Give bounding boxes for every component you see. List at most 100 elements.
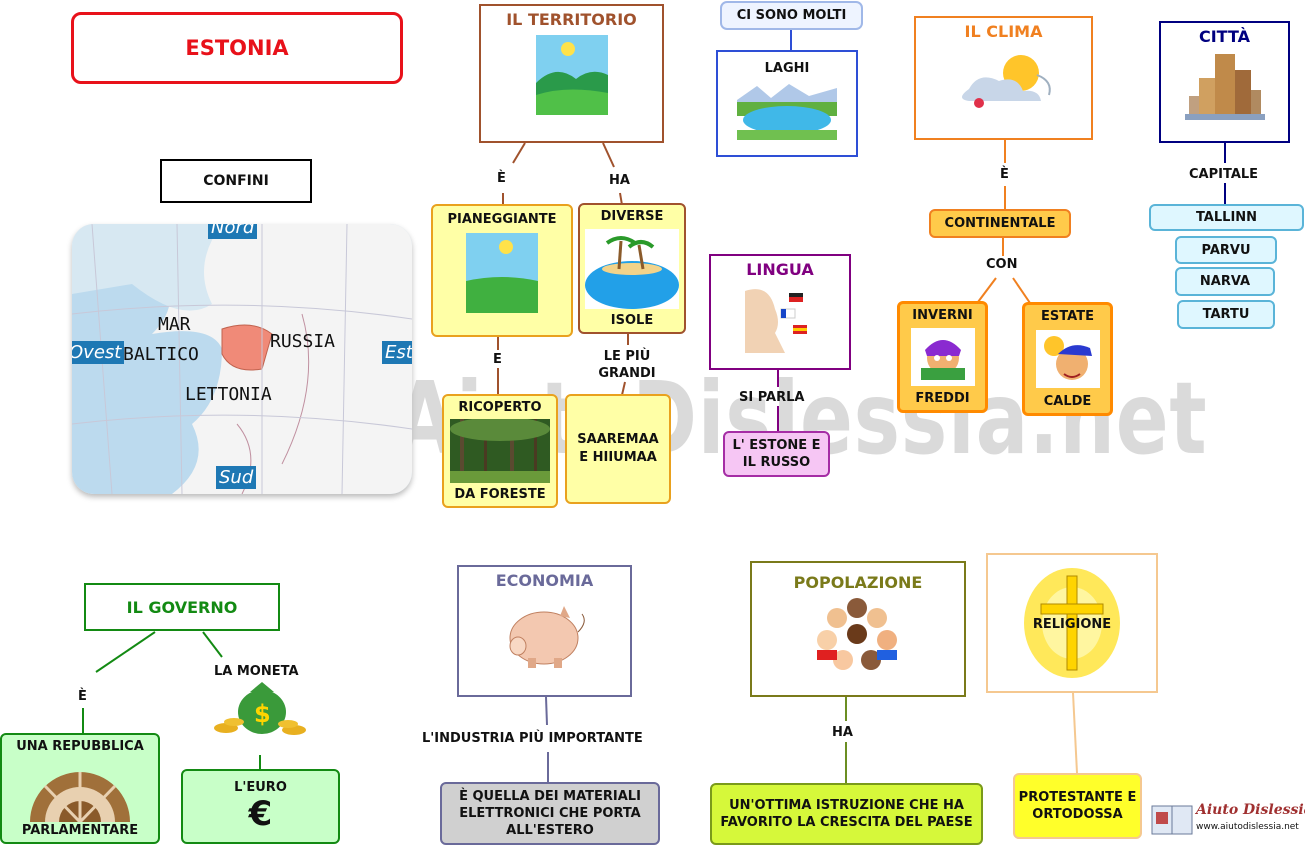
confini-label: CONFINI <box>203 173 269 189</box>
foreste-bottom-label: DA FORESTE <box>454 487 546 502</box>
religione-title: RELIGIONE <box>1032 617 1112 632</box>
people-icon <box>817 598 897 670</box>
foreste-box: RICOPERTO DA FORESTE <box>442 394 558 508</box>
euro-label: L'EURO <box>234 780 287 795</box>
lingua-value-box: L' ESTONE E IL RUSSO <box>723 431 830 477</box>
repubblica-top-label: UNA REPUBBLICA <box>16 739 144 754</box>
svg-text:$: $ <box>254 700 271 728</box>
territorio-box: IL TERRITORIO <box>479 4 664 143</box>
citta-title: CITTÀ <box>1198 27 1251 46</box>
repubblica-bottom-label: PARLAMENTARE <box>21 823 139 838</box>
lingua-title: LINGUA <box>746 260 814 279</box>
euro-symbol: € <box>248 794 273 834</box>
weather-icon <box>961 55 1051 108</box>
page-title: ESTONIA <box>185 36 289 60</box>
territorio-link-e: È <box>497 171 506 186</box>
city-label-3: TARTU <box>1202 307 1250 322</box>
piggy-bank-icon <box>509 606 585 668</box>
saaremaa-box: SAAREMAA E HIIUMAA <box>565 394 671 504</box>
laghi-header-label: CI SONO MOLTI <box>736 8 847 23</box>
cold-person-icon <box>910 328 975 386</box>
citta-box: CITTÀ <box>1159 21 1290 143</box>
continentale-label: CONTINENTALE <box>944 216 1056 231</box>
economia-value: È QUELLA DEI MATERIALI ELETTRONICI CHE P… <box>459 789 641 838</box>
pianeggiante-box: PIANEGGIANTE <box>431 204 573 337</box>
estate-box: ESTATE CALDE <box>1022 302 1113 416</box>
isole-top-label: DIVERSE <box>600 209 664 224</box>
laghi-header-box: CI SONO MOLTI <box>720 1 863 30</box>
city-icon <box>1184 54 1265 120</box>
clima-box: IL CLIMA <box>914 16 1093 140</box>
citta-link: CAPITALE <box>1189 167 1259 182</box>
laghi-box: LAGHI <box>716 50 858 157</box>
clima-title: IL CLIMA <box>964 22 1043 41</box>
island-icon <box>585 228 679 309</box>
compass-west: Ovest <box>72 341 125 364</box>
city-label-1: PARVU <box>1201 242 1251 258</box>
capital-box: TALLINN <box>1149 204 1304 231</box>
title-box: ESTONIA <box>71 12 403 84</box>
estonia-map: Nord Sud Ovest Est MAR BALTICO RUSSIA LE… <box>72 224 412 494</box>
estate-top-label: ESTATE <box>1041 309 1094 324</box>
popolazione-value-box: UN'OTTIMA ISTRUZIONE CHE HA FAVORITO LA … <box>710 783 983 845</box>
map-label-sea-2: BALTICO <box>123 344 199 365</box>
forest-icon <box>450 419 550 483</box>
compass-north: Nord <box>208 224 258 239</box>
capital-label: TALLINN <box>1195 210 1258 225</box>
continentale-box: CONTINENTALE <box>929 209 1071 238</box>
clima-link-con: CON <box>986 257 1018 272</box>
plain-icon <box>466 233 538 313</box>
pianeggiante-label: PIANEGGIANTE <box>447 212 557 227</box>
governo-box: IL GOVERNO <box>84 583 280 631</box>
confini-box: CONFINI <box>160 159 312 203</box>
economia-value-box: È QUELLA DEI MATERIALI ELETTRONICI CHE P… <box>440 782 660 845</box>
popolazione-title: POPOLAZIONE <box>793 573 923 592</box>
repubblica-box: UNA REPUBBLICA PARLAMENTARE <box>0 733 160 844</box>
logo-brand: Aiuto Dislessia <box>1196 802 1305 818</box>
economia-title: ECONOMIA <box>495 571 594 590</box>
inverni-bottom-label: FREDDI <box>915 391 970 406</box>
governo-link-e: È <box>78 689 87 704</box>
map-label-latvia: LETTONIA <box>185 384 272 405</box>
logo-url: www.aiutodislessia.net <box>1196 822 1299 832</box>
lake-icon <box>737 84 837 140</box>
site-logo: Aiuto Dislessia www.aiutodislessia.net <box>1150 800 1305 840</box>
lingua-link: SI PARLA <box>739 390 805 405</box>
isole-bottom-label: ISOLE <box>610 313 654 328</box>
hot-person-icon <box>1035 330 1100 388</box>
city-box-1: PARVU <box>1175 236 1277 264</box>
city-box-3: TARTU <box>1177 300 1275 329</box>
foreste-top-label: RICOPERTO <box>458 400 542 415</box>
book-icon <box>1151 805 1193 835</box>
landscape-icon <box>535 35 608 115</box>
territorio-title: IL TERRITORIO <box>506 10 637 29</box>
governo-link-moneta: LA MONETA <box>214 664 299 679</box>
clima-link: È <box>1000 167 1009 182</box>
inverni-top-label: INVERNI <box>912 308 973 323</box>
religione-box: RELIGIONE <box>986 553 1158 693</box>
economia-box: ECONOMIA <box>457 565 632 697</box>
religione-value-box: PROTESTANTE E ORTODOSSA <box>1013 773 1142 839</box>
city-box-2: NARVA <box>1175 267 1275 296</box>
territorio-link-grandi: LE PIÙ GRANDI <box>598 349 656 381</box>
saaremaa-label: SAAREMAA E HIIUMAA <box>577 432 659 465</box>
map-graphic <box>72 224 412 494</box>
money-bag-icon: $ <box>214 682 306 735</box>
laghi-label: LAGHI <box>764 61 810 76</box>
parliament-icon <box>30 771 130 822</box>
speaking-icon <box>745 289 807 353</box>
compass-south: Sud <box>216 466 257 489</box>
inverni-box: INVERNI FREDDI <box>897 301 988 413</box>
euro-box: L'EURO € <box>181 769 340 844</box>
territorio-link-and: E <box>493 352 502 367</box>
estate-bottom-label: CALDE <box>1043 394 1092 409</box>
cross-icon <box>1024 568 1120 678</box>
popolazione-value: UN'OTTIMA ISTRUZIONE CHE HA FAVORITO LA … <box>720 798 973 830</box>
popolazione-box: POPOLAZIONE <box>750 561 966 697</box>
lingua-value: L' ESTONE E IL RUSSO <box>732 438 821 470</box>
popolazione-link: HA <box>832 725 853 740</box>
map-label-sea-1: MAR <box>158 314 191 335</box>
territorio-link-ha: HA <box>609 173 630 188</box>
city-label-2: NARVA <box>1199 274 1251 289</box>
compass-east: Est <box>382 341 412 364</box>
